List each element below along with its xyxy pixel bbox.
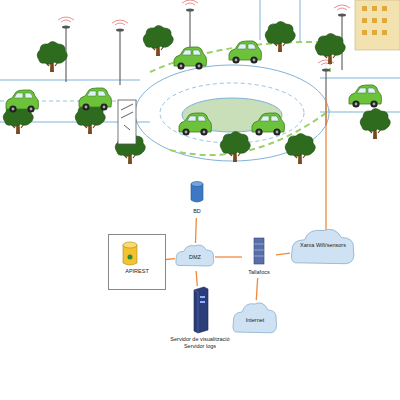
- api-icon: [109, 235, 165, 289]
- connector-line: [215, 257, 242, 258]
- dmz-cloud: DMZ: [175, 243, 215, 271]
- network-cloud: Xarxa Wifi/sensors: [290, 226, 356, 272]
- connector-line: [256, 278, 257, 300]
- api-box: APIREST: [108, 234, 166, 290]
- database-node: BD: [186, 180, 208, 218]
- node-label: Servidor de visualització Servidor logs: [168, 336, 232, 349]
- node-label: BD: [186, 208, 208, 215]
- server-node: Servidor de visualització Servidor logs: [168, 286, 232, 352]
- node-label: DMZ: [175, 254, 215, 261]
- connector-line: [166, 258, 175, 260]
- internet-cloud: Internet: [232, 300, 278, 340]
- connector-line: [276, 253, 290, 255]
- node-label: Xarxa Wifi/sensors: [290, 242, 356, 249]
- connector-line: [196, 271, 197, 286]
- connector-line: [195, 218, 197, 243]
- server-icon: [168, 286, 232, 352]
- cloud-icon: [290, 226, 356, 272]
- firewall-node: Tallafocs: [242, 236, 276, 278]
- node-label: APIREST: [109, 268, 165, 275]
- node-label: Internet: [232, 317, 278, 324]
- node-label: Tallafocs: [242, 269, 276, 276]
